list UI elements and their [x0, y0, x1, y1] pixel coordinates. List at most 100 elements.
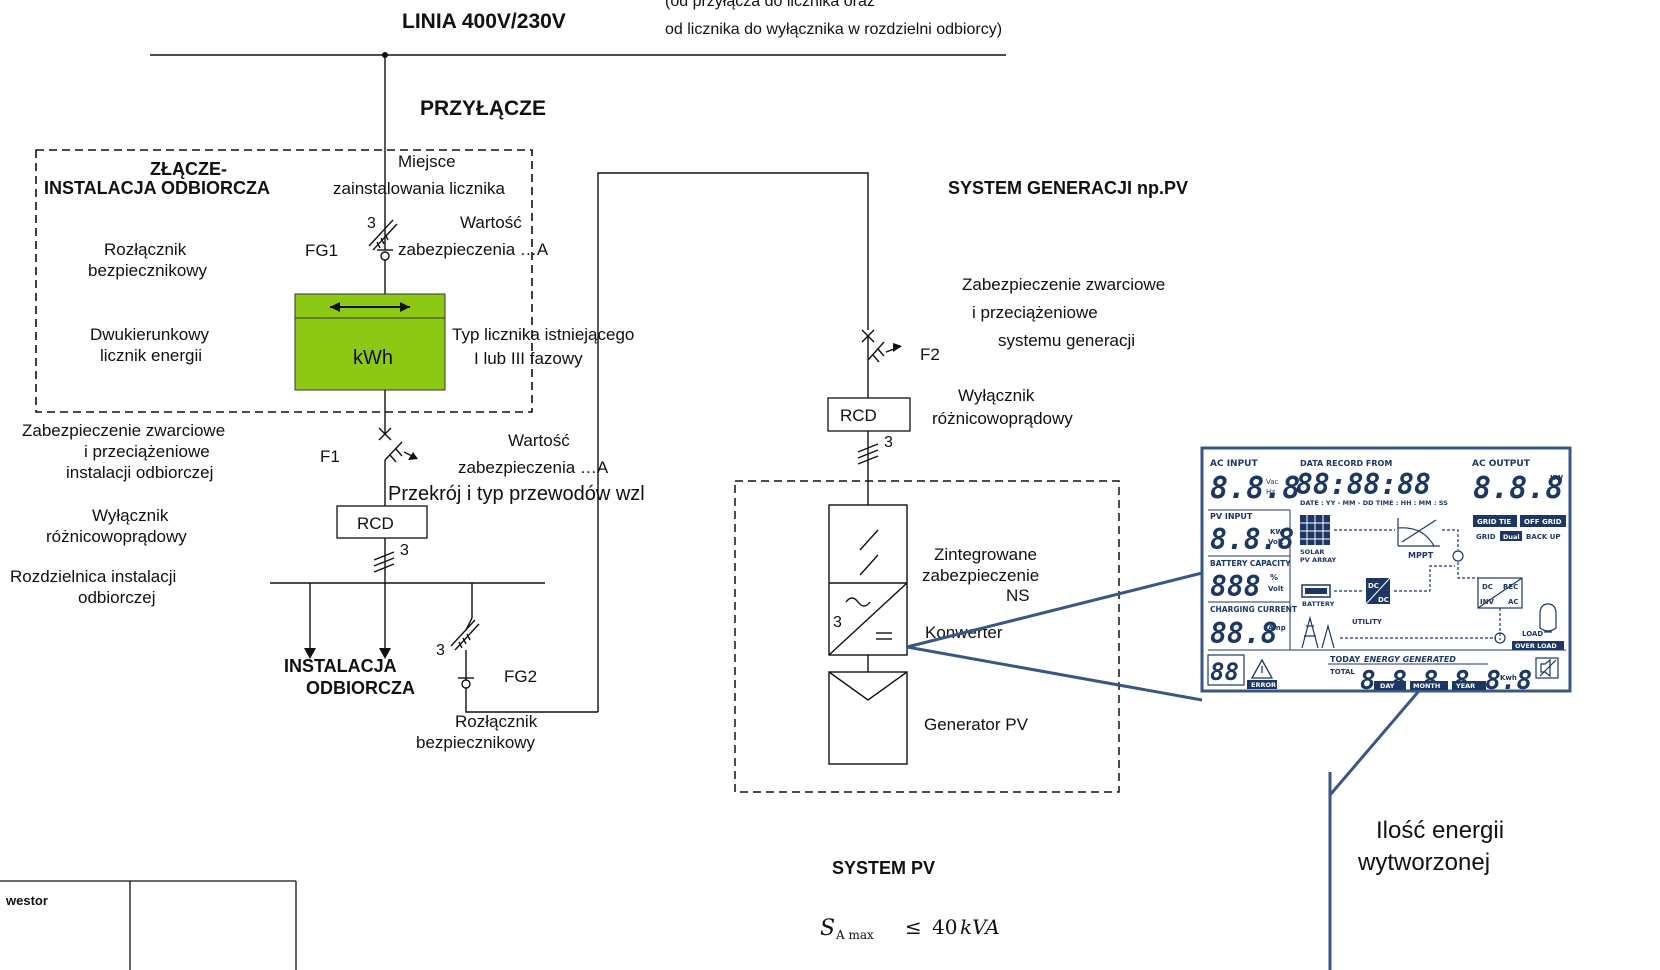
- lcd-pv-input-value: 8.8.8: [1210, 523, 1294, 556]
- leader-to-lcd-1: [906, 571, 1203, 649]
- dual-badge: [1500, 531, 1522, 541]
- fg1-value-2: zabezpieczenia …A: [398, 240, 549, 259]
- gen-prot-2: i przeciążeniowe: [972, 303, 1098, 322]
- line-note-top: (od przyłącza do licznika oraz: [665, 0, 875, 10]
- meter-label-1: Dwukierunkowy: [90, 325, 210, 344]
- month-badge: [1410, 681, 1448, 690]
- lcd-year: YEAR: [1455, 682, 1475, 690]
- lcd-kw-out: KW: [1550, 474, 1563, 482]
- lcd-ac-input-value: 8.8.8: [1210, 471, 1300, 506]
- energy-label-1: Ilość energii: [1376, 817, 1504, 844]
- fg1-fuse-switch-symbol: [368, 219, 398, 294]
- spv-relation: ≤: [905, 915, 922, 939]
- lcd-battery-capacity-label: BATTERY CAPACITY: [1210, 559, 1291, 568]
- f2-breaker-symbol: [861, 329, 901, 398]
- gen-prot-1: Zabezpieczenie zwarciowe: [962, 275, 1165, 294]
- f1-value-1: Wartość: [508, 431, 570, 450]
- f1-breaker-symbol: [378, 390, 417, 506]
- integrated-2: zabezpieczenie: [922, 566, 1039, 585]
- leader-energy-diagonal: [1328, 677, 1432, 796]
- f1-prot-1: Zabezpieczenie zwarciowe: [22, 421, 225, 440]
- lcd-charging-value: 88.8: [1210, 617, 1277, 650]
- gen-rcd-desc-1: Wyłącznik: [958, 386, 1035, 405]
- lcd-hz: Hz: [1266, 488, 1275, 496]
- line-note-bottom: od licznika do wyłącznika w rozdzielni o…: [665, 21, 1002, 38]
- lcd-amp: Amp: [1268, 624, 1286, 632]
- outgoing-1-arrow: [304, 648, 316, 659]
- disconnector-label-1: Rozłącznik: [104, 240, 187, 259]
- lcd-dcdc-bottom: DC: [1378, 596, 1389, 604]
- lcd-total: TOTAL: [1330, 668, 1355, 676]
- lcd-battery-icon: [1301, 584, 1331, 598]
- f1-prot-3: instalacji odbiorczej: [66, 463, 213, 482]
- spv-symbol: S: [820, 916, 835, 941]
- energy-label-2: wytworzonej: [1357, 849, 1490, 876]
- disconnector-label-2: bezpiecznikowy: [88, 261, 208, 280]
- installation-label-2: ODBIORCZA: [306, 678, 415, 698]
- lcd-ac-output-label: AC OUTPUT: [1472, 459, 1531, 469]
- inverter-phases: 3: [833, 614, 842, 631]
- lcd-pv-input-label: PV INPUT: [1210, 512, 1253, 521]
- rcd-left-phases: 3: [400, 542, 409, 559]
- rcd-left-label: RCD: [357, 514, 394, 533]
- day-badge: [1374, 681, 1406, 690]
- lcd-dual: Dual: [1503, 533, 1520, 541]
- lcd-data-record-label: DATA RECORD FROM: [1300, 459, 1392, 468]
- kwh-meter: [294, 293, 446, 391]
- distribution-label-1: Rozdzielnica instalacji: [10, 567, 176, 586]
- installation-label-1: INSTALACJA: [284, 656, 397, 676]
- inverter-dashed-box: [734, 480, 1120, 793]
- fg2-tag: FG2: [504, 667, 537, 686]
- lcd-load-node-icon: [1494, 632, 1506, 644]
- distribution-label-2: odbiorczej: [78, 588, 156, 607]
- meter-unit: kWh: [353, 347, 393, 369]
- mute-speaker-icon: [1535, 657, 1559, 679]
- lcd-grid: GRID: [1476, 533, 1496, 541]
- lcd-today: TODAY: [1330, 655, 1360, 664]
- outgoing-2-arrow: [379, 648, 391, 659]
- gen-prot-3: systemu generacji: [998, 331, 1135, 350]
- dc-dc-icon: [1365, 577, 1391, 605]
- lcd-off-grid: OFF GRID: [1524, 518, 1562, 526]
- mppt-curve-icon: [1334, 518, 1459, 550]
- system-pv-title: SYSTEM PV: [832, 858, 935, 878]
- meter-type-2: I lub III fazowy: [474, 349, 583, 368]
- lcd-day: DAY: [1380, 682, 1395, 690]
- meter-type-1: Typ licznika istniejącego: [452, 325, 634, 344]
- lcd-battery-word: BATTERY: [1302, 600, 1335, 608]
- lcd-record-value: 88:88:88: [1296, 468, 1431, 501]
- lcd-segment-digits: 88: [1210, 658, 1239, 686]
- f1-value-2: zabezpieczenia …A: [458, 458, 609, 477]
- inverter-unit: [828, 504, 908, 765]
- spv-value: 40: [932, 915, 957, 939]
- meter-place-2: zainstalowania licznika: [333, 179, 506, 198]
- spv-subscript: A max: [835, 928, 874, 942]
- load-bulb-icon: [1539, 603, 1557, 633]
- rcd-right-label: RCD: [840, 406, 877, 425]
- lcd-grid-tie: GRID TIE: [1477, 518, 1511, 526]
- lcd-flow-arrows: [1334, 562, 1501, 640]
- f2-tag: F2: [920, 345, 940, 364]
- lcd-overload: OVER LOAD: [1515, 642, 1557, 650]
- lcd-rec: REC: [1503, 583, 1518, 591]
- rcd-left-desc-1: Wyłącznik: [92, 506, 169, 525]
- gen-rcd-desc-2: różnicowoprądowy: [932, 409, 1073, 428]
- lcd-mppt: MPPT: [1408, 551, 1434, 560]
- zlacze-title-1: ZŁĄCZE-: [150, 159, 227, 179]
- meter-place-1: Miejsce: [398, 152, 456, 171]
- fg1-value-1: Wartość: [460, 213, 522, 232]
- rcd-left-3phase-mark: [373, 538, 395, 584]
- zlacze-box: [35, 149, 533, 413]
- fg2-fuse-switch-symbol: [450, 583, 598, 713]
- lcd-solar: SOLAR: [1300, 548, 1324, 556]
- lcd-kwh: Kwh: [1500, 674, 1517, 682]
- integrated-3: NS: [1006, 586, 1030, 605]
- lcd-ac-input-label: AC INPUT: [1210, 459, 1258, 469]
- lcd-backup: BACK UP: [1526, 533, 1561, 541]
- fg1-phases: 3: [367, 215, 376, 232]
- lcd-vac: Vac: [1266, 478, 1279, 486]
- zlacze-title-2: INSTALACJA ODBIORCZA: [44, 178, 270, 198]
- lcd-ac-output-value: 8.8.8: [1473, 471, 1563, 506]
